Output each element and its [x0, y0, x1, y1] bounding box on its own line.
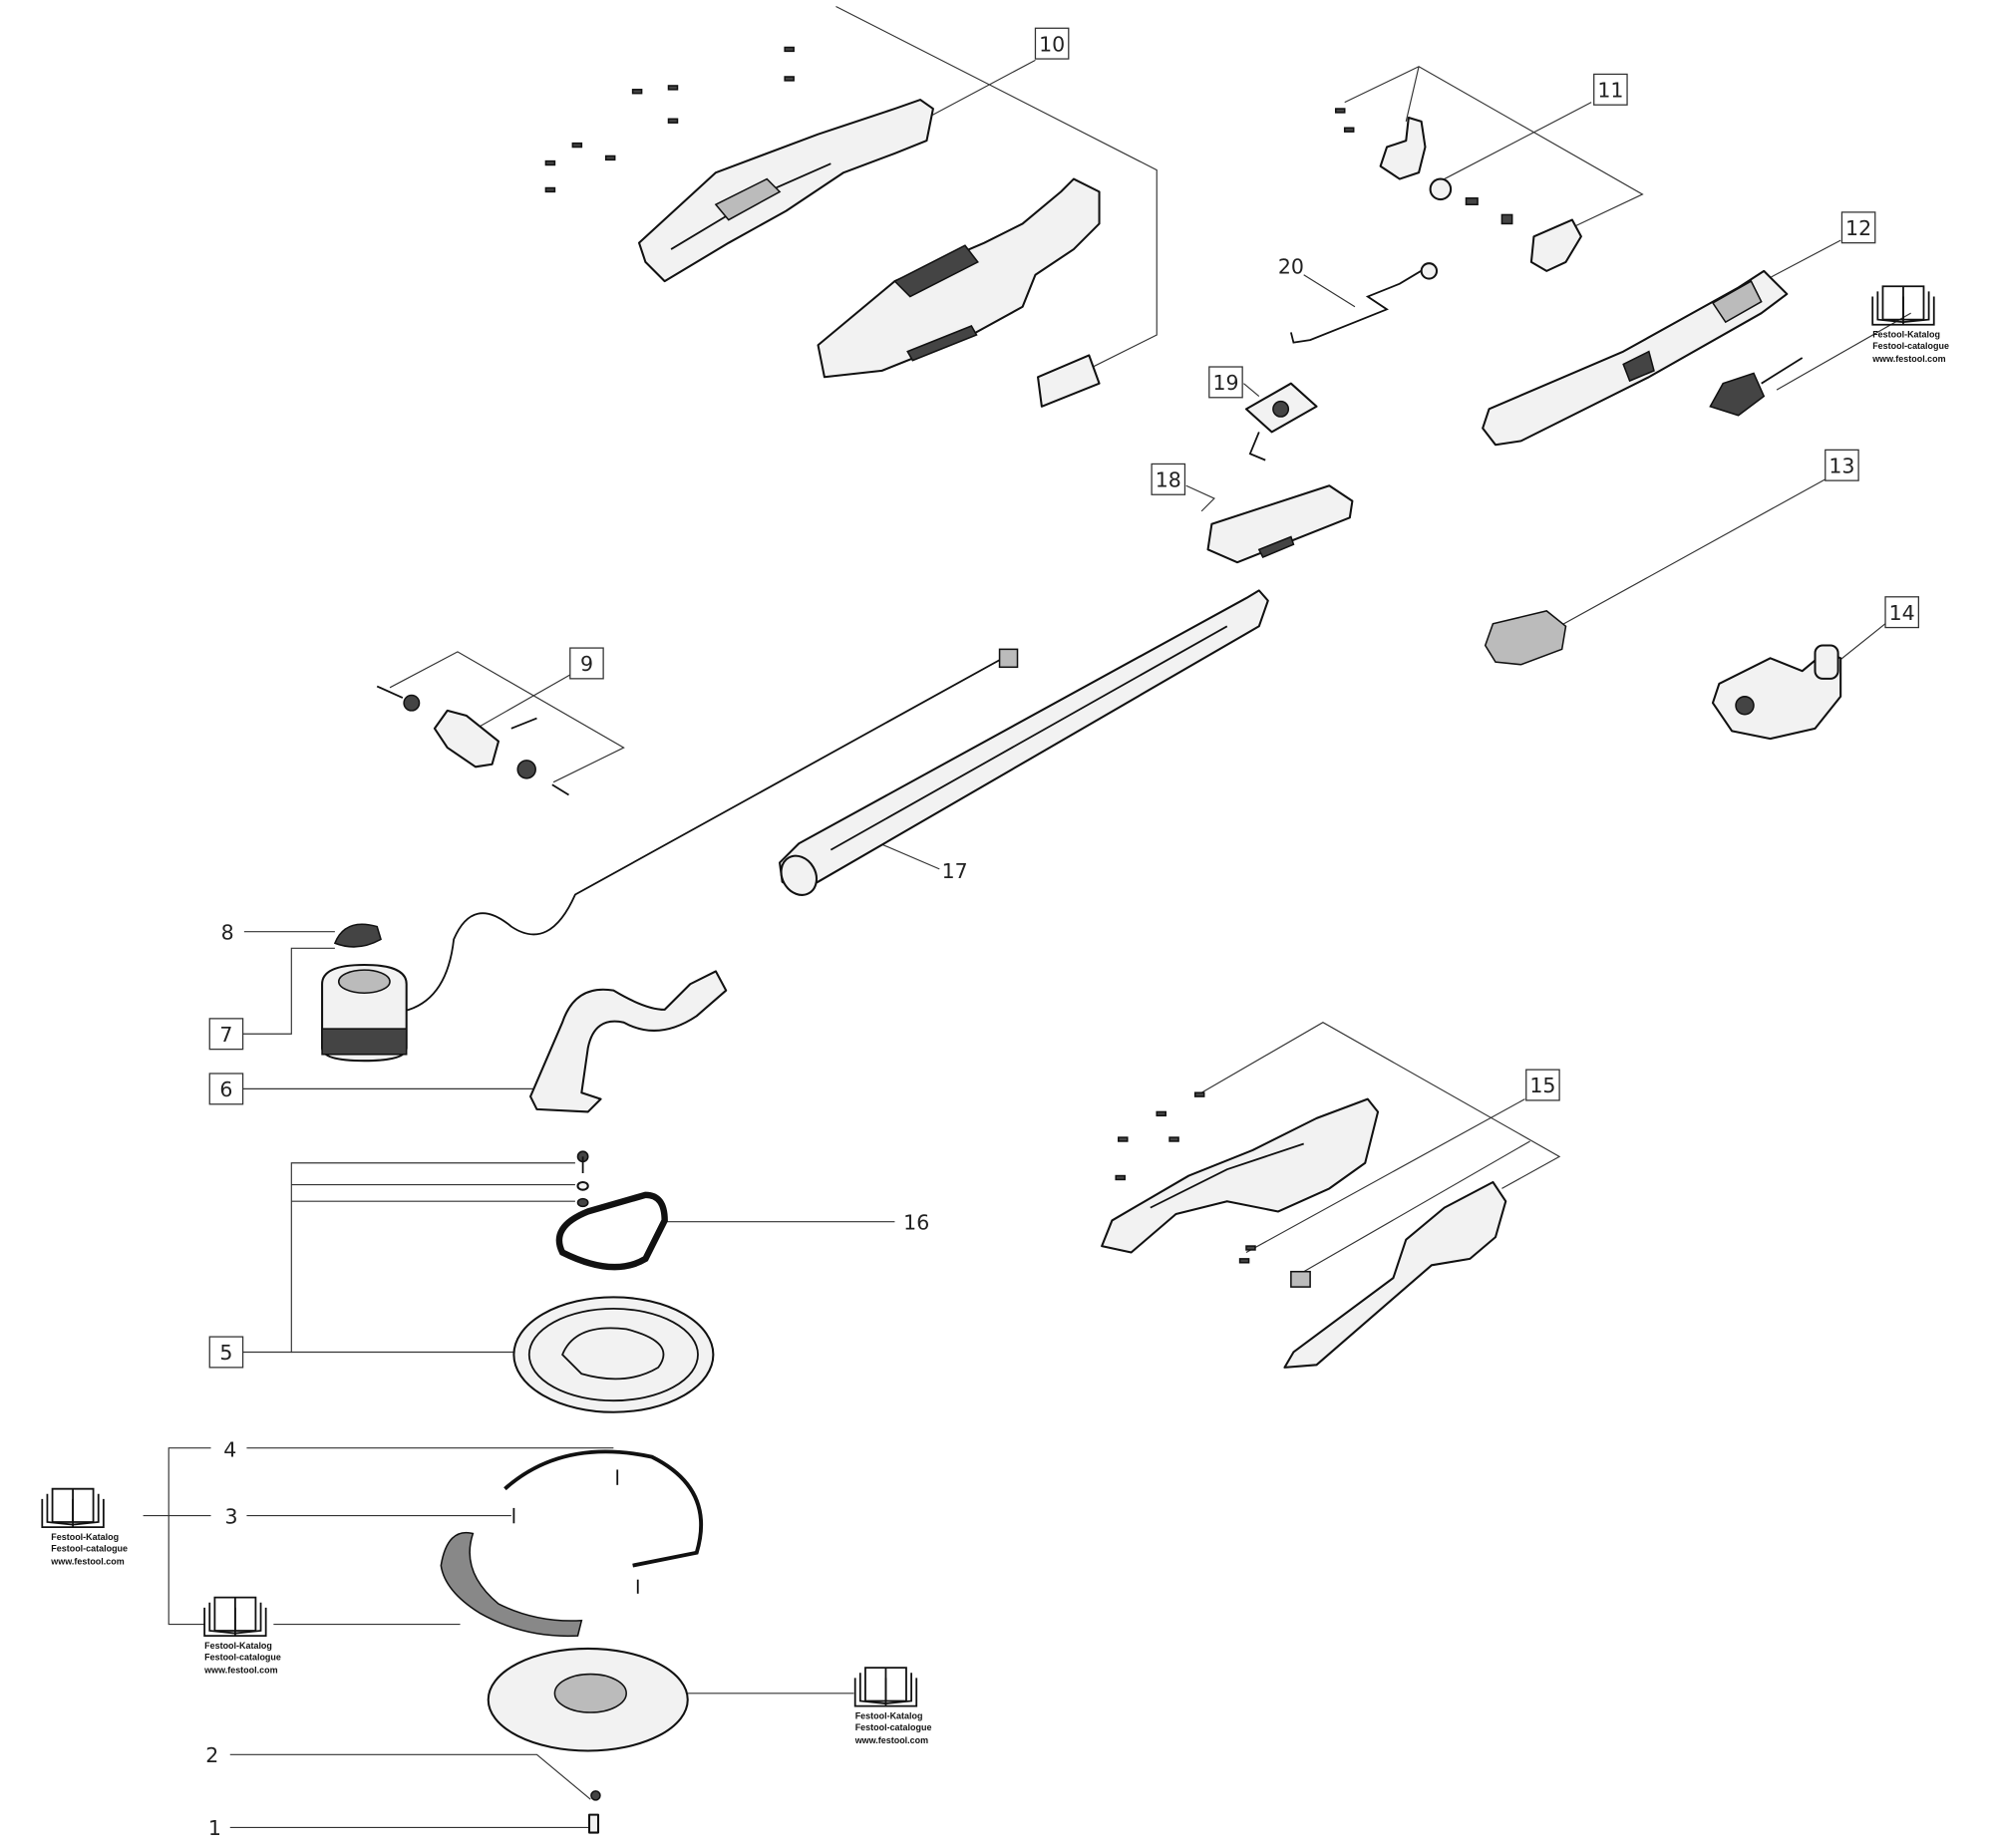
callout-9[interactable]: 9 [580, 652, 593, 676]
callouts: 10 11 12 13 14 15 16 17 18 19 20 9 8 7 6… [205, 27, 1920, 1840]
label-plate [1037, 354, 1101, 408]
screws-15 [1115, 1091, 1256, 1264]
callout-20[interactable]: 20 [1278, 254, 1304, 278]
plug [1709, 372, 1766, 417]
catalog-url: www.festool.com [50, 1556, 124, 1566]
callout-13[interactable]: 13 [1828, 454, 1854, 477]
catalog-label-de: Festool-Katalog [1872, 330, 1940, 340]
catalog-label-en: Festool-catalogue [51, 1543, 128, 1553]
book-icon [853, 1667, 918, 1707]
callout-3[interactable]: 3 [225, 1504, 238, 1528]
sanding-pad [487, 1647, 689, 1752]
callout-12[interactable]: 12 [1845, 216, 1871, 240]
callout-1[interactable]: 1 [208, 1816, 221, 1840]
handle-half-15 [1101, 1097, 1380, 1254]
catalog-url: www.festool.com [203, 1665, 277, 1675]
callout-4[interactable]: 4 [223, 1438, 236, 1462]
cap-8 [333, 923, 382, 948]
motor-7 [321, 964, 408, 1063]
callout-17[interactable]: 17 [942, 859, 968, 883]
book-icon [203, 1596, 267, 1638]
suction-hose-6 [529, 970, 728, 1113]
lever-assembly-9 [376, 685, 569, 796]
book-icon [41, 1487, 105, 1529]
catalog-label-de: Festool-Katalog [51, 1532, 119, 1542]
housing-half-right [817, 177, 1101, 379]
parts [321, 46, 1842, 1834]
cable [383, 653, 1011, 1018]
brush-ring-3 [440, 1531, 583, 1638]
screws-11 [1334, 108, 1355, 133]
callout-7[interactable]: 7 [219, 1023, 232, 1047]
catalog-label-en: Festool-catalogue [1872, 341, 1949, 351]
callout-10[interactable]: 10 [1039, 32, 1065, 56]
ring-4 [503, 1449, 704, 1568]
screw-set-10 [544, 46, 795, 193]
catalog-label-de: Festool-Katalog [855, 1710, 923, 1720]
callout-16[interactable]: 16 [903, 1210, 929, 1234]
gear-head-14 [1711, 650, 1842, 741]
electronics-18 [1206, 484, 1354, 564]
handle-cover-15 [1283, 1180, 1507, 1369]
catalog-url: www.festool.com [854, 1735, 928, 1745]
callout-15[interactable]: 15 [1529, 1074, 1555, 1097]
switch-lever [1379, 116, 1427, 180]
callout-5[interactable]: 5 [219, 1341, 232, 1365]
catalog-reference-3[interactable]: Festool-Katalog Festool-catalogue www.fe… [41, 1487, 128, 1567]
callout-18[interactable]: 18 [1156, 468, 1181, 492]
callout-8[interactable]: 8 [221, 920, 234, 944]
switch-13 [1484, 610, 1567, 666]
callout-14[interactable]: 14 [1889, 601, 1915, 625]
catalog-reference-brush[interactable]: Festool-Katalog Festool-catalogue www.fe… [203, 1596, 281, 1676]
catalog-label-en: Festool-catalogue [204, 1652, 281, 1662]
catalog-label-en: Festool-catalogue [855, 1722, 932, 1732]
catalog-label-de: Festool-Katalog [204, 1641, 272, 1651]
base-plate-5 [512, 1296, 715, 1413]
book-icon [1871, 285, 1935, 326]
catalog-reference-pad[interactable]: Festool-Katalog Festool-catalogue www.fe… [853, 1667, 932, 1745]
callout-19[interactable]: 19 [1212, 371, 1238, 395]
belt-16 [555, 1191, 668, 1271]
callout-6[interactable]: 6 [219, 1078, 232, 1101]
housing-half-left [638, 99, 934, 283]
cable-20 [1290, 267, 1426, 344]
callout-11[interactable]: 11 [1597, 79, 1623, 103]
catalog-reference-12[interactable]: Festool-Katalog Festool-catalogue www.fe… [1871, 285, 1949, 364]
catalog-url: www.festool.com [1871, 354, 1945, 364]
callout-2[interactable]: 2 [205, 1743, 218, 1767]
